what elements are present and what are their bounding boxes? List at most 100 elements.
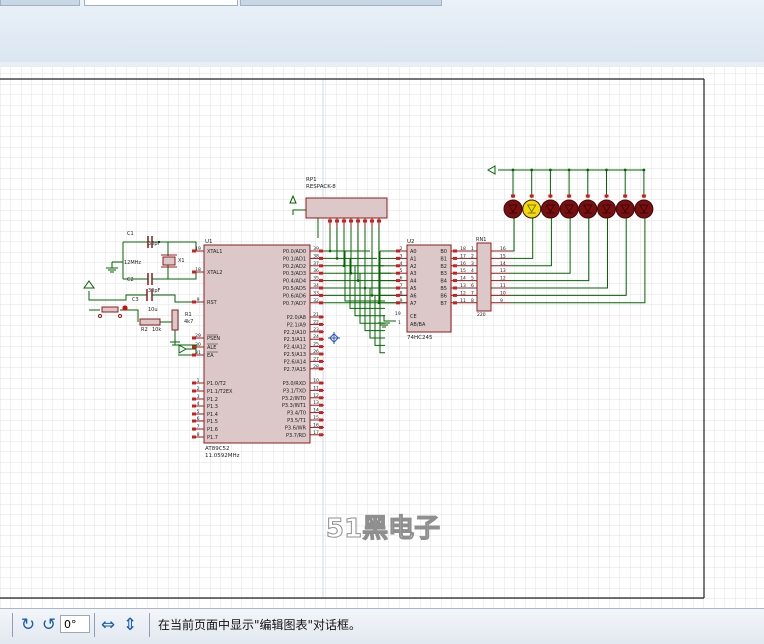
- tab-3[interactable]: [240, 0, 442, 6]
- u1-pin-number: 13: [313, 400, 319, 406]
- led-off: [597, 199, 616, 219]
- u2-pin-label: B5: [440, 286, 447, 292]
- u1-pin-number: 38: [313, 253, 319, 259]
- u1-pin-number: 12: [313, 393, 319, 399]
- u1-pin-label: P0.5/AD5: [283, 286, 306, 292]
- u1-pin-marker: [192, 270, 196, 274]
- u1-pin-label: P1.2: [207, 397, 218, 403]
- u1-pin-number: 21: [313, 312, 319, 318]
- crosshair-cursor-icon: [328, 332, 340, 344]
- u1-clock: 11.0592MHz: [205, 453, 240, 459]
- u1-pin-label: P2.7/A15: [284, 367, 306, 373]
- wire-junction: [567, 168, 571, 172]
- mirror-vertical-icon[interactable]: ⇕: [122, 615, 138, 635]
- led-symbol: [620, 204, 630, 213]
- crystal-circuit[interactable]: C1 30pF C2 30pF X1 12MHz: [106, 231, 185, 294]
- u2-buffer[interactable]: U2 74HC245 CE AB/BA 19 1 A02A13A24A35A46…: [395, 239, 477, 341]
- status-separator: [149, 613, 150, 637]
- schematic-workspace[interactable]: RP1 RESPACK-8 U1 AT89C52 11.0592MHz XTAL…: [0, 67, 764, 608]
- u1-pin-label: RST: [207, 300, 218, 306]
- led-cathode-wire: [510, 216, 534, 259]
- u1-pin-label: P1.5: [207, 419, 218, 425]
- x1-crystal[interactable]: X1 12MHz: [124, 254, 185, 268]
- u1-pin-label: P0.0/AD0: [283, 249, 306, 255]
- r2-value: 10k: [152, 327, 161, 333]
- u2-pin-number: 8: [400, 290, 403, 296]
- rn1-value: 220: [477, 312, 486, 318]
- c2-ref: C2: [127, 277, 134, 283]
- u2-pin-number: 9: [400, 298, 403, 304]
- rotation-angle-input[interactable]: 0°: [60, 615, 90, 633]
- schematic-canvas[interactable]: RP1 RESPACK-8 U1 AT89C52 11.0592MHz XTAL…: [0, 67, 764, 608]
- u1-pin-marker: [192, 435, 196, 439]
- reset-circuit[interactable]: C3 10u R2 10k R1 4k7: [83, 280, 193, 354]
- u1-pin-number: 15: [313, 415, 319, 421]
- u1-pin-marker: [319, 411, 323, 415]
- led-pin-marker: [604, 194, 609, 198]
- u1-pin-label: P3.3/INT1: [282, 403, 306, 409]
- u2-part: 74HC245: [407, 335, 433, 341]
- u2-pin-label: A0: [410, 249, 417, 255]
- c1-ref: C1: [127, 231, 134, 237]
- rp1-pin-marker: [377, 219, 381, 223]
- wire-junction: [549, 168, 552, 172]
- rp1-respack[interactable]: RP1 RESPACK-8: [305, 177, 388, 228]
- u1-pin-number: 1: [197, 378, 200, 384]
- c3-capacitor[interactable]: C3 10u: [132, 289, 162, 313]
- mirror-horizontal-icon[interactable]: ⇔: [100, 615, 116, 635]
- tab-1[interactable]: [0, 0, 80, 6]
- rn1-pin-number: 8: [471, 298, 474, 304]
- u1-pin-number: 34: [313, 283, 319, 289]
- tab-2[interactable]: [84, 0, 238, 6]
- c1-capacitor[interactable]: C1 30pF: [127, 231, 162, 248]
- u1-pin-label: P1.0/T2: [207, 381, 226, 387]
- r2-resistor[interactable]: R2 10k: [139, 318, 161, 333]
- u1-pin-marker: [192, 345, 196, 349]
- rn1-pin-number: 1: [471, 246, 474, 252]
- c2-capacitor[interactable]: C2 30pF: [127, 273, 162, 294]
- x1-ref: X1: [178, 258, 185, 264]
- wire-junction: [530, 168, 534, 172]
- led-off: [540, 199, 560, 219]
- u1-ref: U1: [205, 239, 213, 245]
- u2-pin-marker: [396, 301, 400, 305]
- rn1-pin-number: 14: [500, 261, 506, 267]
- u1-pin-number: 6: [197, 416, 200, 422]
- u1-microcontroller[interactable]: U1 AT89C52 11.0592MHz XTAL119XTAL218RST9…: [192, 239, 324, 459]
- wire-junction: [356, 279, 360, 282]
- rp1-body[interactable]: [305, 197, 388, 219]
- wire-junction: [642, 168, 646, 172]
- u2-pin-marker: [396, 264, 400, 268]
- u2-pin-number: 6: [400, 276, 403, 282]
- c2-value: 30pF: [148, 288, 161, 294]
- rn1-body[interactable]: [476, 242, 492, 312]
- u1-pin-label: P3.5/T1: [287, 418, 306, 424]
- u1-pin-marker: [319, 293, 323, 297]
- u1-pin-number: 25: [313, 342, 319, 348]
- bus-wires: [324, 228, 419, 354]
- u1-body[interactable]: [203, 244, 311, 444]
- u1-pin-label: P3.6/WR: [285, 425, 307, 431]
- r1-resistor[interactable]: R1 4k7: [171, 309, 193, 331]
- rotate-clockwise-icon[interactable]: ↻: [20, 615, 36, 635]
- rn1-pin-number: 6: [471, 283, 474, 289]
- u2-pin-label: A4: [410, 279, 417, 285]
- u2-ground-symbol: [378, 322, 390, 328]
- u1-pin-label: P3.2/INT0: [282, 396, 306, 402]
- u1-pin-marker: [319, 433, 323, 437]
- u1-pin-number: 5: [197, 409, 200, 415]
- u2-pin-label: B2: [440, 264, 447, 270]
- reset-button[interactable]: [98, 305, 128, 318]
- rotate-anticlockwise-icon[interactable]: ↺: [41, 615, 57, 635]
- u1-pin-marker: [319, 286, 323, 290]
- u2-pin-marker: [453, 286, 457, 290]
- c3-value: 10u: [148, 307, 158, 313]
- led-symbol: [639, 204, 649, 213]
- rp1-ref: RP1: [306, 177, 317, 183]
- u1-pin-number: 26: [313, 349, 319, 355]
- u2-pin-number: 12: [460, 290, 466, 296]
- led-pin-marker: [567, 194, 572, 198]
- u2-body[interactable]: [406, 244, 452, 333]
